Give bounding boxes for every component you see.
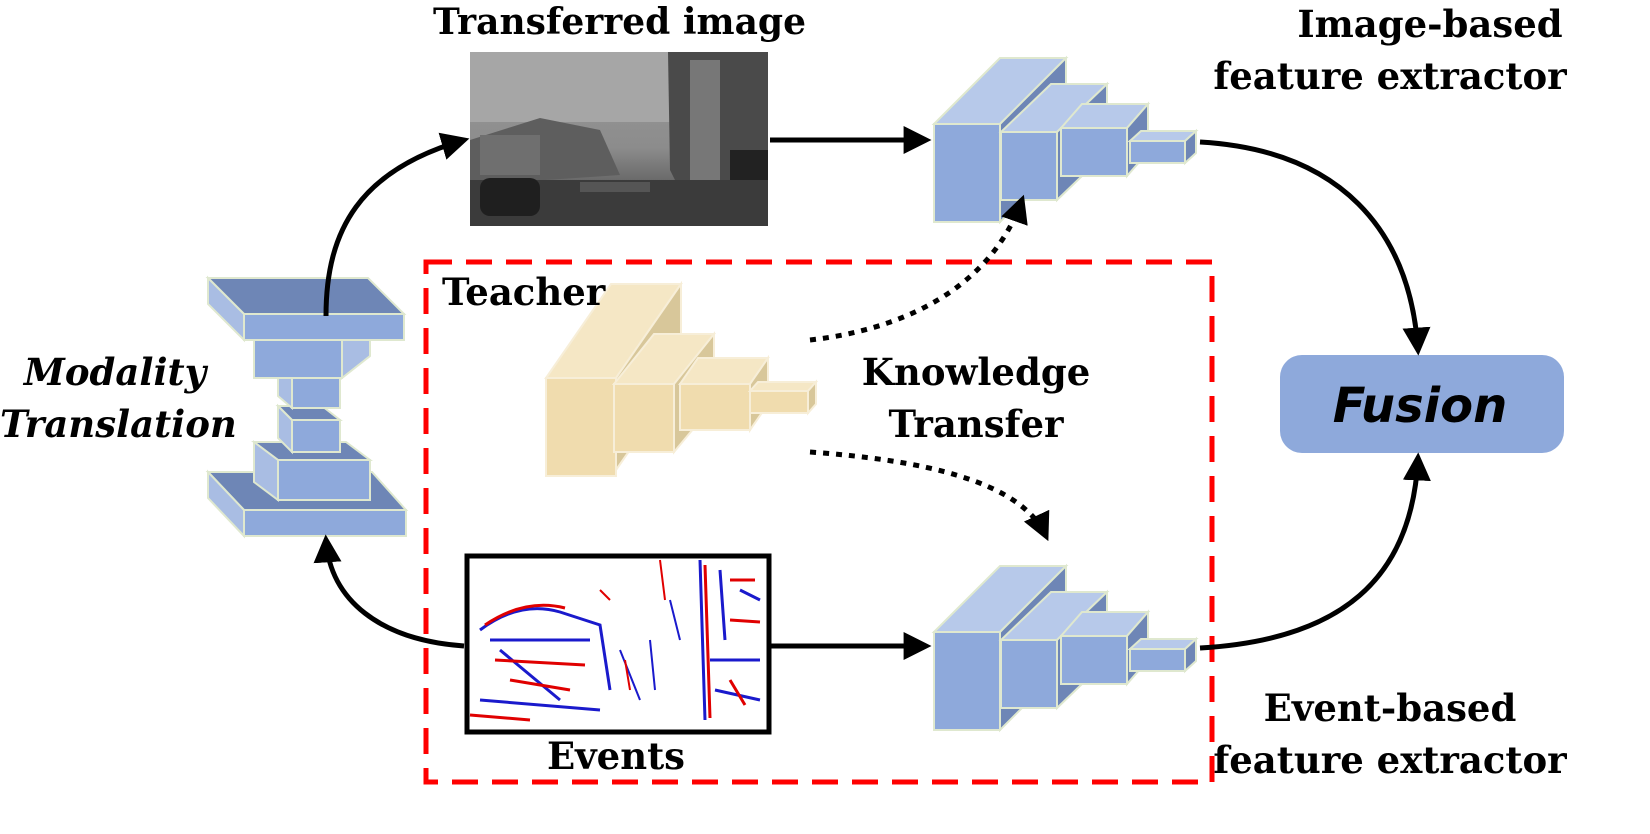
modality-translation-network [205, 275, 409, 539]
teacher-label: Teacher [442, 270, 606, 314]
image-extractor-label-line2: feature extractor [1213, 54, 1567, 98]
transferred-image [470, 52, 768, 226]
arrow-event-extractor-to-fusion [1199, 452, 1431, 651]
teacher-network [544, 280, 819, 477]
image-extractor-label-line1: Image-based [1297, 2, 1563, 46]
event-extractor-label-line1: Event-based [1263, 686, 1517, 730]
events-label: Events [546, 734, 686, 778]
fusion-box [1280, 355, 1564, 453]
modality-label-line2: Translation [0, 402, 237, 446]
events-image [464, 553, 772, 735]
knowledge-transfer-label-line1: Knowledge [861, 350, 1091, 394]
teacher-region-box [423, 259, 1215, 785]
arrow-events-to-translation [313, 534, 465, 649]
modality-label-line1: Modality [23, 350, 207, 394]
fusion-label: Fusion [1333, 378, 1508, 434]
knowledge-transfer-label-line2: Transfer [888, 402, 1064, 446]
arrow-translation-to-image [323, 132, 470, 317]
transferred-image-label: Transferred image [433, 1, 807, 43]
event-feature-extractor [931, 563, 1199, 733]
arrow-knowledge-to-image-extractor [809, 194, 1028, 343]
arrow-image-extractor-to-fusion [1199, 139, 1431, 356]
arrow-knowledge-to-event-extractor [809, 449, 1050, 542]
event-extractor-label-line2: feature extractor [1213, 738, 1567, 782]
image-feature-extractor [931, 55, 1199, 225]
